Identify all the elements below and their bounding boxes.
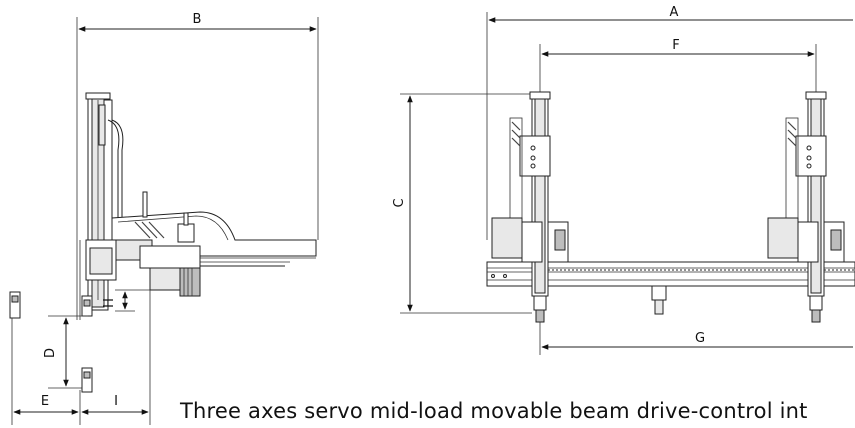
right-vertical-unit bbox=[767, 91, 845, 323]
dimension-b-label: B bbox=[193, 12, 202, 27]
dimension-a: A bbox=[486, 5, 853, 240]
center-cylinder bbox=[651, 285, 667, 315]
dimension-f: F bbox=[539, 38, 817, 95]
dimension-b: B bbox=[76, 12, 319, 240]
dimension-i-label: I bbox=[114, 394, 118, 409]
dimension-h: H bbox=[102, 289, 150, 312]
dimension-c-label: C bbox=[392, 198, 407, 207]
horizontal-arm bbox=[111, 191, 317, 267]
carriage-block bbox=[85, 239, 201, 297]
caption-text: Three axes servo mid-load movable beam d… bbox=[180, 399, 808, 423]
dimension-e-label: E bbox=[41, 394, 49, 409]
gripper-lower bbox=[79, 367, 93, 425]
side-view: B bbox=[9, 12, 319, 425]
dimension-g-label: G bbox=[695, 331, 705, 346]
dimension-g: G bbox=[539, 320, 853, 355]
dimension-e: E bbox=[13, 394, 79, 415]
dimension-h-label: H bbox=[102, 298, 117, 308]
dimension-f-label: F bbox=[672, 38, 679, 53]
dimension-c: C bbox=[392, 93, 532, 314]
vertical-column bbox=[76, 92, 124, 320]
dimension-d-label: D bbox=[43, 348, 58, 358]
dimension-i: I bbox=[81, 290, 151, 425]
left-vertical-unit bbox=[491, 91, 569, 323]
gripper-far-left bbox=[9, 291, 21, 425]
gripper-upper bbox=[81, 295, 93, 317]
dimension-d: D bbox=[43, 315, 88, 389]
dimension-a-label: A bbox=[670, 5, 679, 20]
front-view: A F C G bbox=[392, 5, 855, 355]
